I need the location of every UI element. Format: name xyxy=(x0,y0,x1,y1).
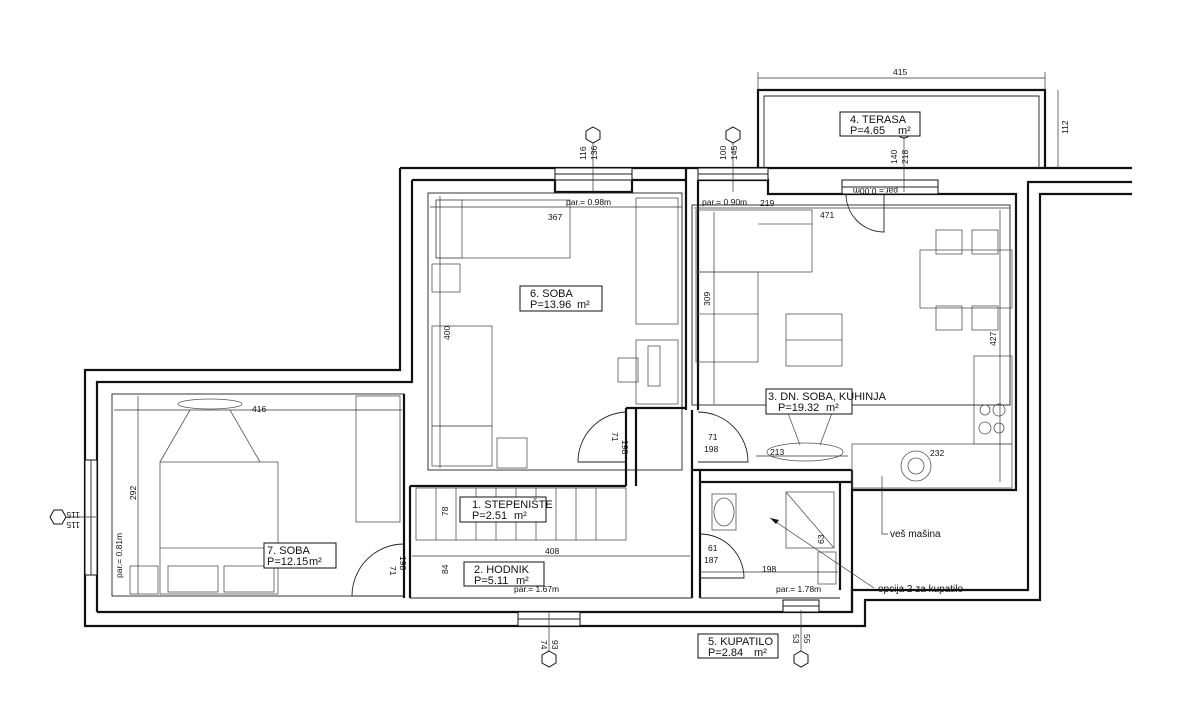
dim-hodnik-height: 84 xyxy=(440,564,450,574)
dim-sofa-height: 309 xyxy=(702,292,712,306)
opening-5-bot: 74 xyxy=(539,640,549,650)
hex-marker-2 xyxy=(725,126,741,144)
opening-2-bot: 145 xyxy=(729,146,739,160)
room-area-terasa: P=4.65 xyxy=(850,125,885,137)
opening-6-top: 55 xyxy=(802,634,812,644)
hex-marker-4 xyxy=(49,509,67,525)
opening-4-bot: 115 xyxy=(66,520,80,530)
hex-marker-6 xyxy=(793,650,809,668)
dim-terasa-width: 415 xyxy=(893,67,907,77)
room-name-soba7: 7. SOBA xyxy=(267,545,310,557)
room-area-kupatilo: P=2.84 xyxy=(708,647,743,659)
opening-6-bot: 53 xyxy=(791,634,801,644)
dim-door-71-b: 71 xyxy=(708,432,718,442)
label-box-hodnik xyxy=(463,561,545,587)
room-unit-stepeniste: m² xyxy=(514,510,527,522)
room-name-stepeniste: 1. STEPENIŠTE xyxy=(472,498,553,511)
dim-soba7-height: 292 xyxy=(128,486,138,500)
dim-door-71-c: 71 xyxy=(388,566,398,576)
opening-2-top: 100 xyxy=(718,146,728,160)
note-bath-option: opcija 2 za kupatilo xyxy=(878,584,963,595)
dim-hodnik-width: 408 xyxy=(545,546,559,556)
dim-stair-height: 78 xyxy=(440,506,450,516)
label-box-stepeniste xyxy=(459,496,547,523)
dim-kuhinja-a: 213 xyxy=(770,447,784,457)
room-unit-hodnik: m² xyxy=(516,575,529,587)
parapet-terasa-door: par.= 0.00m xyxy=(853,186,898,196)
opening-1-top: 116 xyxy=(578,146,588,160)
parapet-hodnik: par.= 1.67m xyxy=(514,584,559,594)
room-name-dnsoba: 3. DN. SOBA, KUHINJA xyxy=(768,391,887,403)
opening-1-bot: 136 xyxy=(589,146,599,160)
dimension-lines xyxy=(114,72,1059,594)
room-unit-kupatilo: m² xyxy=(754,647,767,659)
dim-door-198-a: 198 xyxy=(620,440,630,454)
dim-dnsoba-width: 471 xyxy=(820,210,834,220)
room-unit-soba7: m² xyxy=(309,556,322,568)
dim-dnsoba-part: 219 xyxy=(760,198,774,208)
outer-walls xyxy=(83,166,1132,628)
dim-door-198-c: 198 xyxy=(398,556,408,570)
doors xyxy=(351,193,885,597)
parapet-soba6: par.= 0.98m xyxy=(566,197,611,207)
dim-door-71-a: 71 xyxy=(610,432,620,442)
dim-door-61: 61 xyxy=(708,543,718,553)
label-box-soba7 xyxy=(263,542,337,569)
dim-terasa-height: 112 xyxy=(1060,120,1070,134)
room-name-hodnik: 2. HODNIK xyxy=(474,564,530,576)
opening-3-bot: 218 xyxy=(900,150,910,164)
terrace xyxy=(756,88,1047,168)
note-washer: veš mašina xyxy=(890,529,941,540)
label-box-kupatilo xyxy=(697,633,779,659)
hex-marker-1 xyxy=(585,126,601,144)
parapet-dnsoba: par.= 0.90m xyxy=(702,197,747,207)
parapet-kupatilo: par.= 1.78m xyxy=(776,584,821,594)
opening-5-top: 93 xyxy=(550,640,560,650)
dim-door-198-b: 198 xyxy=(704,444,718,454)
parapet-soba7: par.= 0.81m xyxy=(114,533,124,578)
dim-soba6-width: 367 xyxy=(548,212,562,222)
furniture xyxy=(129,197,1013,595)
label-box-terasa xyxy=(839,111,921,137)
dim-soba7-width: 416 xyxy=(252,404,266,414)
room-area-stepeniste: P=2.51 xyxy=(472,510,507,522)
hex-marker-5 xyxy=(541,650,557,668)
label-box-soba6 xyxy=(519,285,603,312)
room-name-kupatilo: 5. KUPATILO xyxy=(708,636,773,648)
room-unit-terasa: m² xyxy=(898,125,911,137)
room-unit-dnsoba: m² xyxy=(826,402,839,414)
dim-kupatilo-height: 63 xyxy=(816,534,826,544)
dim-kupatilo-width: 198 xyxy=(762,564,776,574)
room-name-soba6: 6. SOBA xyxy=(530,288,573,300)
room-name-terasa: 4. TERASA xyxy=(850,114,907,126)
dim-dnsoba-height: 427 xyxy=(988,332,998,346)
room-area-soba6: P=13.96 xyxy=(530,299,571,311)
opening-3-top: 140 xyxy=(889,150,899,164)
room-area-dnsoba: P=19.32 xyxy=(778,402,819,414)
dim-soba6-height: 400 xyxy=(442,326,452,340)
annotations xyxy=(769,476,888,589)
room-unit-soba6: m² xyxy=(577,299,590,311)
opening-4-top: 115 xyxy=(66,510,80,520)
room-area-hodnik: P=5.11 xyxy=(474,575,508,587)
dim-door-187: 187 xyxy=(704,555,718,565)
room-area-soba7: P=12.15 xyxy=(267,556,308,568)
label-box-dnsoba xyxy=(765,388,853,415)
dim-kuhinja-b: 232 xyxy=(930,448,944,458)
